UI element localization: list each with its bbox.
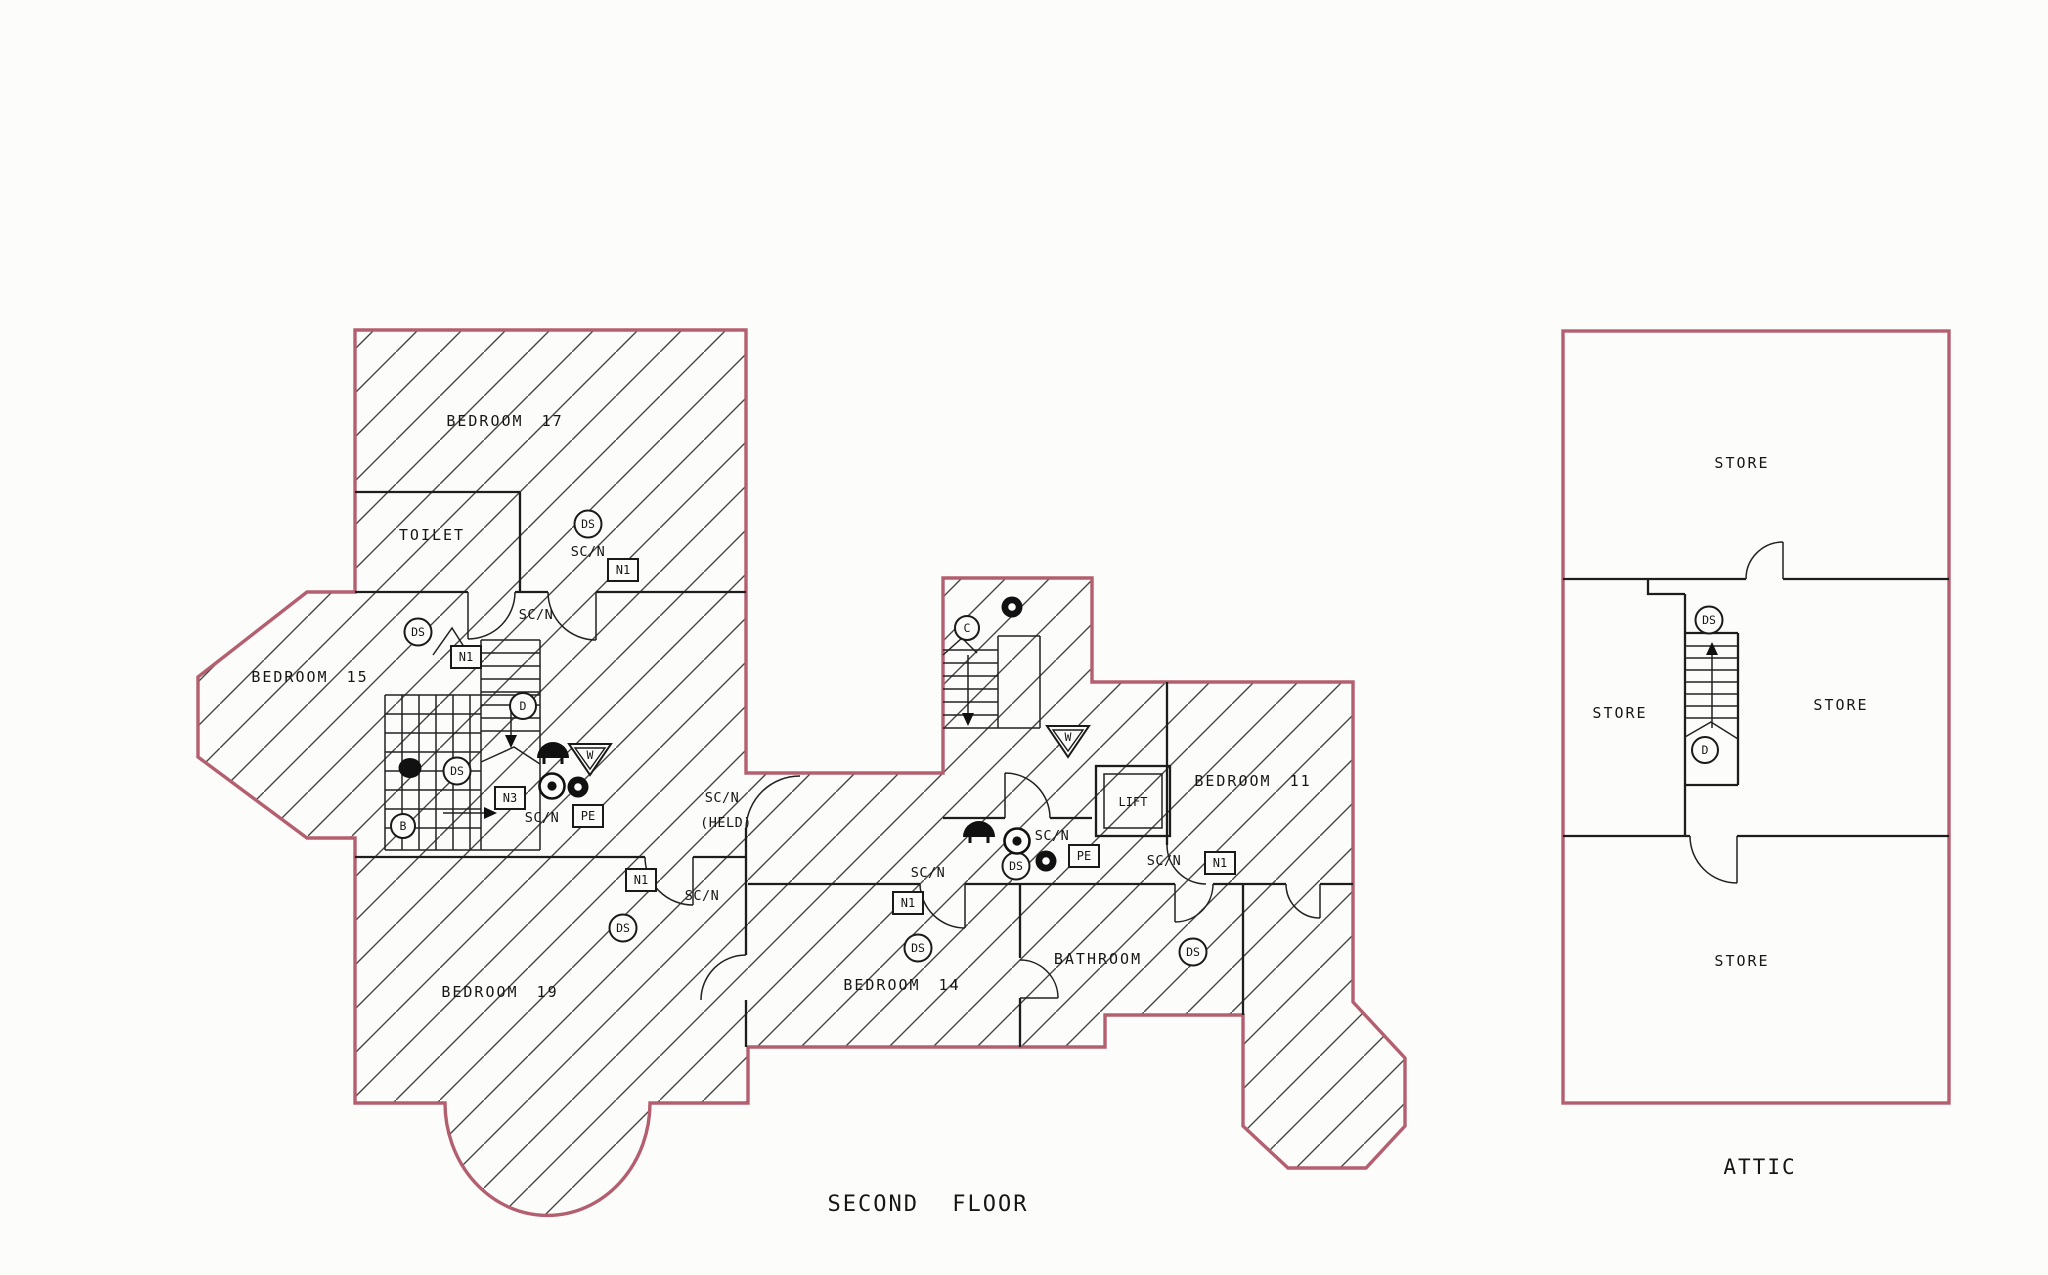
filled-ring-icon [1035, 850, 1057, 872]
room-label-bedroom-11: BEDROOM 11 [1194, 772, 1311, 790]
lift-room-label: LIFT [1119, 795, 1148, 809]
attic-outline [1561, 329, 1951, 1105]
ds-symbol [1178, 937, 1208, 967]
c-symbol [954, 615, 980, 641]
attic-title: ATTIC [1723, 1155, 1796, 1179]
second-floor-title: SECOND FLOOR [828, 1192, 1029, 1217]
lift-shaft: LIFT [1094, 764, 1172, 838]
double-circle-socket-icon [1003, 827, 1031, 855]
filled-ring-icon [567, 776, 589, 798]
ds-symbol [442, 756, 472, 786]
room-label-store-top: STORE [1714, 454, 1769, 472]
n1-symbol [625, 868, 657, 892]
scn-label: SC/N [571, 544, 606, 560]
ds-symbol [608, 913, 638, 943]
room-label-store-right: STORE [1813, 696, 1868, 714]
n1-symbol [892, 891, 924, 915]
attic-doors [1689, 541, 1784, 884]
filled-dot-icon [398, 758, 422, 778]
n3-symbol [494, 786, 526, 810]
room-label-store-bottom: STORE [1714, 952, 1769, 970]
b-symbol [390, 813, 416, 839]
scn-label: SC/N [525, 810, 560, 826]
room-label-store-left: STORE [1592, 704, 1647, 722]
room-label-toilet: TOILET [399, 526, 465, 544]
room-label-bathroom: BATHROOM [1054, 950, 1142, 968]
room-label-bedroom-19: BEDROOM 19 [441, 983, 558, 1001]
n1-symbol [450, 645, 482, 669]
filled-ring-icon [1001, 596, 1023, 618]
attic-interior-walls [1563, 577, 1949, 838]
attic-staircase [1684, 642, 1739, 740]
second-floor-interior-walls [355, 490, 1353, 1047]
ds-symbol [573, 509, 603, 539]
second-floor-room-labels: BEDROOM 17 TOILET BEDROOM 15 BEDROOM 19 … [251, 412, 1311, 1001]
attic-symbols [1691, 605, 1724, 764]
scn-held-label-line2: (HELD) [700, 815, 752, 831]
scn-label: SC/N [1147, 853, 1182, 869]
room-label-bedroom-17: BEDROOM 17 [446, 412, 563, 430]
ds-symbol [903, 933, 933, 963]
d-symbol [1691, 736, 1719, 764]
scn-held-label-line1: SC/N [705, 790, 740, 806]
second-floor-outline [196, 328, 1407, 1218]
ds-symbol [1694, 605, 1724, 635]
scn-label: SC/N [911, 865, 946, 881]
scn-label: SC/N [519, 607, 554, 623]
scn-label: SC/N [1035, 828, 1070, 844]
second-floor-doors [467, 591, 1321, 1001]
middle-staircase [942, 635, 1041, 729]
scn-annotations: SC/N SC/N SC/N SC/N SC/N (HELD) SC/N SC/… [519, 544, 1182, 904]
double-circle-socket-icon [538, 772, 566, 800]
scn-label: SC/N [685, 888, 720, 904]
pe-symbol [572, 804, 604, 828]
ds-symbol [1001, 851, 1031, 881]
attic-room-labels: STORE STORE STORE STORE [1592, 454, 1868, 970]
ds-symbol [403, 617, 433, 647]
n1-symbol [1204, 851, 1236, 875]
d-symbol [509, 692, 537, 720]
pe-symbol [1068, 844, 1100, 868]
room-label-bedroom-15: BEDROOM 15 [251, 668, 368, 686]
n1-symbol [607, 558, 639, 582]
room-label-bedroom-14: BEDROOM 14 [843, 976, 960, 994]
